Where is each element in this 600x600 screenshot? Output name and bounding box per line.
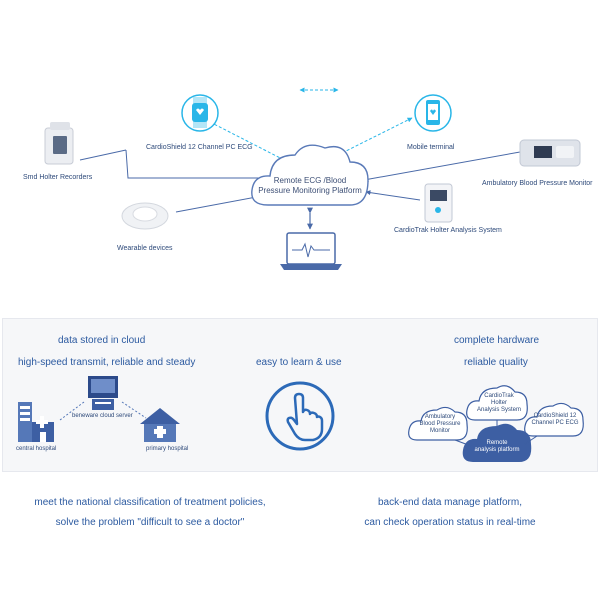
connection-lines [79,87,521,230]
network-diagram [44,87,581,270]
bottom-right-line-2: can check operation status in real-time [364,517,536,528]
right-title-1: complete hardware [454,335,540,346]
cardiotrak-label: CardioTrak Holter Analysis System [394,227,502,234]
mini-remote-label: Remote analysis platform [474,440,520,453]
mini-cloud-remote [462,423,532,462]
central-hospital-label: central hospital [16,446,57,452]
mini-cloud-ambulatory [408,406,468,441]
primary-hospital-label: primary hospital [146,446,189,452]
wearable-device-icon [121,202,169,230]
mini-cloud-cardiotrak [466,385,528,421]
central-cloud [251,144,369,206]
mobile-terminal-icon [414,94,452,132]
hardware-clouds-illustration [408,385,584,462]
center-title: easy to learn & use [256,357,342,368]
central-cloud-label: Remote ECG /Blood Pressure Monitoring Pl… [256,176,364,196]
right-title-2: reliable quality [464,357,528,368]
bottom-left-line-2: solve the problem "difficult to see a do… [55,517,245,528]
mini-cloud-cardioshield [524,402,584,437]
server-label: beneware cloud server [72,413,133,419]
mobile-terminal-label: Mobile terminal [407,144,455,151]
cloud-storage-illustration [18,376,180,442]
cardiotrak-device-icon [424,183,453,223]
cloud-server-icon [88,376,118,410]
left-title-1: data stored in cloud [58,335,146,346]
laptop-icon [280,232,342,270]
cardioshield-device-icon [181,94,219,132]
primary-hospital-icon [140,408,180,442]
cloud-label-line2: Pressure Monitoring Platform [258,186,362,195]
left-title-2: high-speed transmit, reliable and steady [18,357,196,368]
wearable-devices-label: Wearable devices [117,245,173,252]
smd-holter-label: Smd Holter Recorders [23,174,93,181]
mini-ambulatory-label: Ambulatory Blood Pressure Monitor [419,414,461,434]
bp-monitor-icon [519,139,581,167]
bottom-left-line-1: meet the national classification of trea… [34,497,266,508]
ambulatory-bp-label: Ambulatory Blood Pressure Monitor [482,180,593,187]
ring-icon [265,381,335,451]
easy-use-illustration [265,381,335,451]
central-hospital-icon [18,402,54,442]
bottom-right-line-1: back-end data manage platform, [378,497,522,508]
mini-cardiotrak-label: CardioTrak Holter Analysis System [476,393,521,413]
cardioshield-label: CardioShield 12 Channel PC ECG [146,144,253,151]
pointing-hand-icon [286,392,324,442]
cloud-label-line1: Remote ECG /Blood [273,176,347,185]
mini-cardioshield-label: CardioShield 12 Channel PC ECG [531,413,579,426]
holter-recorder-icon [44,122,74,165]
